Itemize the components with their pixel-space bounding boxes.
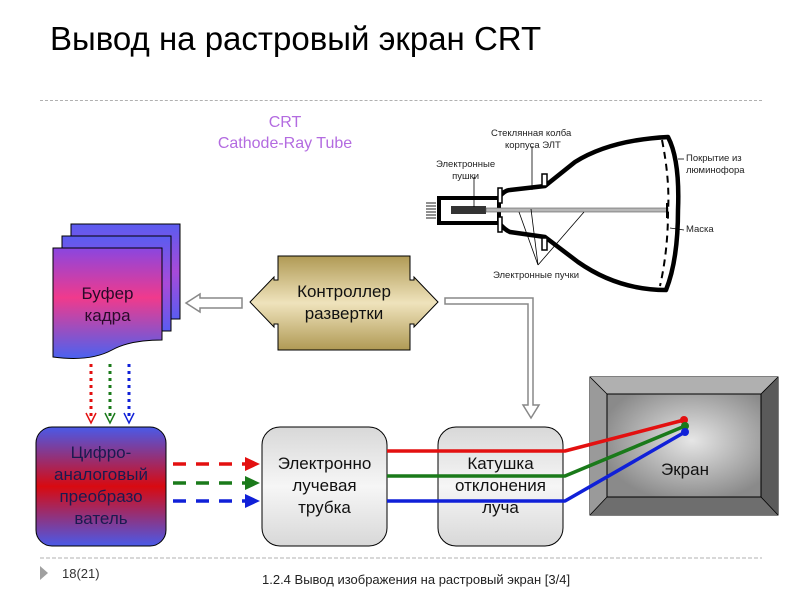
crt-tube-illustration [426, 134, 685, 293]
glass-bulb [497, 134, 681, 293]
screen-block [589, 376, 779, 516]
slide-title: Вывод на растровый экран CRT [50, 20, 542, 57]
frame-buffer-block [52, 223, 181, 359]
label-electron-guns: Электронные пушки [436, 159, 496, 182]
green-dot [681, 422, 689, 430]
crt-tube-block [261, 426, 388, 547]
page-number: 18(21) [62, 566, 100, 581]
scan-controller-label: Контроллер развертки [297, 282, 391, 323]
dac-label: Цифро- аналоговый преобразо ватель [54, 443, 148, 528]
crt-caption-full: Cathode-Ray Tube [217, 135, 353, 152]
electron-beam [485, 207, 669, 213]
rgb-beams [387, 418, 686, 503]
crt-caption-abbrev: CRT [268, 114, 302, 131]
dac-block [35, 426, 167, 547]
electron-gun [451, 206, 486, 214]
blue-arrowhead-icon [123, 412, 135, 425]
label-mask: Маска [686, 224, 714, 235]
blue-beam [387, 430, 686, 503]
crt-tube-label: Электронно лучевая трубка [277, 454, 372, 517]
blue-dot [681, 428, 689, 436]
red-beam [387, 418, 685, 453]
deflection-coil-block [437, 426, 564, 547]
deflection-coil-label: Катушка отклонения луча [455, 454, 546, 517]
footer-triangle-icon [40, 566, 48, 580]
green-arrow-icon [245, 476, 260, 490]
label-phosphor: Покрытие из люминофора [686, 153, 745, 176]
red-dot [680, 416, 688, 424]
green-beam [387, 424, 686, 478]
top-divider [40, 100, 762, 101]
blue-arrow-icon [245, 494, 260, 508]
frame-buffer-label: Буфер кадра [81, 284, 134, 325]
label-electron-beams: Электронные пучки [493, 270, 580, 281]
crt-caption: CRT Cathode-Ray Tube [190, 112, 380, 154]
green-arrowhead-icon [104, 412, 116, 425]
scan-controller-block [249, 255, 439, 351]
dac-to-crt-signals [173, 462, 245, 503]
red-arrow-icon [245, 457, 260, 471]
screen-label: Экран [661, 460, 709, 479]
footer-section-title: 1.2.4 Вывод изображения на растровый экр… [262, 572, 571, 587]
arrow-controller-to-buffer [184, 292, 243, 314]
buffer-page-front [52, 247, 163, 359]
arrow-controller-to-deflection [444, 297, 541, 420]
label-glass-bulb: Стеклянная колба корпуса ЭЛТ [491, 128, 572, 151]
red-arrowhead-icon [85, 412, 97, 425]
crt-pins [426, 202, 436, 219]
buffer-to-dac-signals [89, 364, 131, 416]
